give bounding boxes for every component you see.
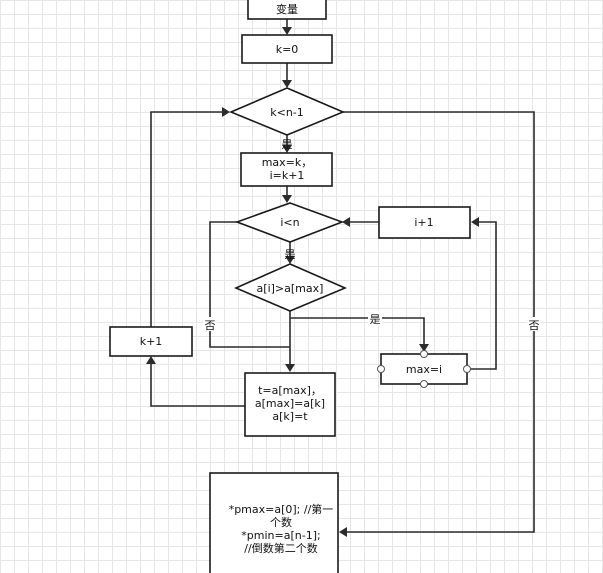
text-line: a[max]=a[k] bbox=[255, 397, 325, 410]
text-line: max=k， bbox=[262, 156, 313, 169]
node-max-init[interactable]: max=k，i=k+1 bbox=[240, 152, 333, 187]
text-line: k<n-1 bbox=[270, 106, 304, 119]
node-k-init[interactable]: k=0 bbox=[241, 34, 333, 64]
connection-handle-right[interactable] bbox=[463, 365, 471, 373]
arrowhead bbox=[222, 107, 230, 117]
text-line: a[i]>a[max] bbox=[257, 282, 324, 295]
text-line: a[k]=t bbox=[272, 410, 308, 423]
text-line: //倒数第二个数 bbox=[244, 541, 317, 555]
node-cmp-cond-text: a[i]>a[max] bbox=[257, 282, 324, 295]
node-max-init-text: max=k，i=k+1 bbox=[262, 156, 313, 182]
node-var-decl[interactable]: 变量 bbox=[247, 0, 327, 20]
arrowhead bbox=[282, 80, 292, 88]
text-line: 个数 bbox=[270, 516, 292, 529]
arrowhead bbox=[282, 27, 292, 35]
text-line: k+1 bbox=[140, 335, 163, 348]
node-i-cond-text: i<n bbox=[280, 216, 299, 229]
label-cmp-no: 否 bbox=[205, 319, 216, 332]
text-line: i=k+1 bbox=[270, 169, 305, 182]
connection-handle-left[interactable] bbox=[377, 365, 385, 373]
text-line: i+1 bbox=[414, 216, 433, 229]
label-k-cond-no-bg bbox=[527, 317, 541, 331]
node-i-inc[interactable]: i+1 bbox=[378, 206, 471, 239]
arrowhead bbox=[285, 256, 295, 264]
edge-swap-to-k-inc bbox=[150, 362, 245, 407]
node-k-cond-text: k<n-1 bbox=[270, 106, 304, 119]
node-k-cond[interactable]: k<n-1 bbox=[228, 87, 346, 136]
edge-cmp-yes-to-max-assign bbox=[290, 317, 425, 346]
label-cmp-yes: 是 bbox=[370, 313, 381, 326]
arrowhead bbox=[419, 344, 429, 352]
label-i-cond-yes: 是 bbox=[285, 248, 296, 261]
node-k-init-text: k=0 bbox=[276, 43, 299, 56]
text-line: 变量 bbox=[276, 2, 298, 16]
text-line: k=0 bbox=[276, 43, 299, 56]
node-cmp-cond[interactable]: a[i]>a[max] bbox=[233, 263, 348, 312]
edge-k-inc-to-k-cond bbox=[150, 111, 223, 327]
label-k-cond-no: 否 bbox=[529, 319, 540, 332]
arrowhead bbox=[339, 527, 347, 537]
node-result[interactable]: *pmax=a[0]; //第一个数*pmin=a[n-1];//倒数第二个数 bbox=[209, 472, 339, 573]
connection-handle-bottom[interactable] bbox=[420, 380, 428, 388]
text-line: i<n bbox=[280, 216, 299, 229]
connectors bbox=[146, 19, 535, 537]
label-k-cond-yes: 是 bbox=[282, 138, 293, 151]
node-max-assign[interactable]: max=i bbox=[377, 350, 471, 388]
arrowhead bbox=[146, 356, 156, 364]
arrowhead bbox=[282, 195, 292, 203]
node-result-text: *pmax=a[0]; //第一个数*pmin=a[n-1];//倒数第二个数 bbox=[229, 502, 334, 555]
node-i-inc-text: i+1 bbox=[414, 216, 433, 229]
text-line: max=i bbox=[406, 363, 442, 376]
node-k-inc[interactable]: k+1 bbox=[109, 326, 193, 357]
node-max-assign-text: max=i bbox=[406, 363, 442, 376]
node-swap-text: t=a[max]，a[max]=a[k]a[k]=t bbox=[255, 384, 325, 423]
edge-i-cond-no bbox=[209, 221, 290, 348]
node-swap[interactable]: t=a[max]，a[max]=a[k]a[k]=t bbox=[244, 372, 336, 437]
arrowhead bbox=[282, 145, 292, 153]
text-line: t=a[max]， bbox=[258, 384, 322, 397]
edge-labels: 是 是 是 否 否 bbox=[203, 138, 541, 332]
arrowhead bbox=[285, 364, 295, 372]
connection-handle-top[interactable] bbox=[420, 350, 428, 358]
text-line: *pmax=a[0]; //第一 bbox=[229, 502, 334, 516]
edge-max-assign-to-i-inc bbox=[467, 221, 497, 370]
arrowhead bbox=[471, 217, 479, 227]
label-cmp-no-bg bbox=[203, 317, 217, 331]
text-line: *pmin=a[n-1]; bbox=[241, 529, 320, 542]
node-k-inc-text: k+1 bbox=[140, 335, 163, 348]
label-cmp-yes-bg bbox=[368, 311, 382, 325]
node-i-cond[interactable]: i<n bbox=[234, 202, 345, 243]
arrowhead bbox=[342, 217, 350, 227]
node-var-decl-text: 变量 bbox=[276, 2, 298, 16]
